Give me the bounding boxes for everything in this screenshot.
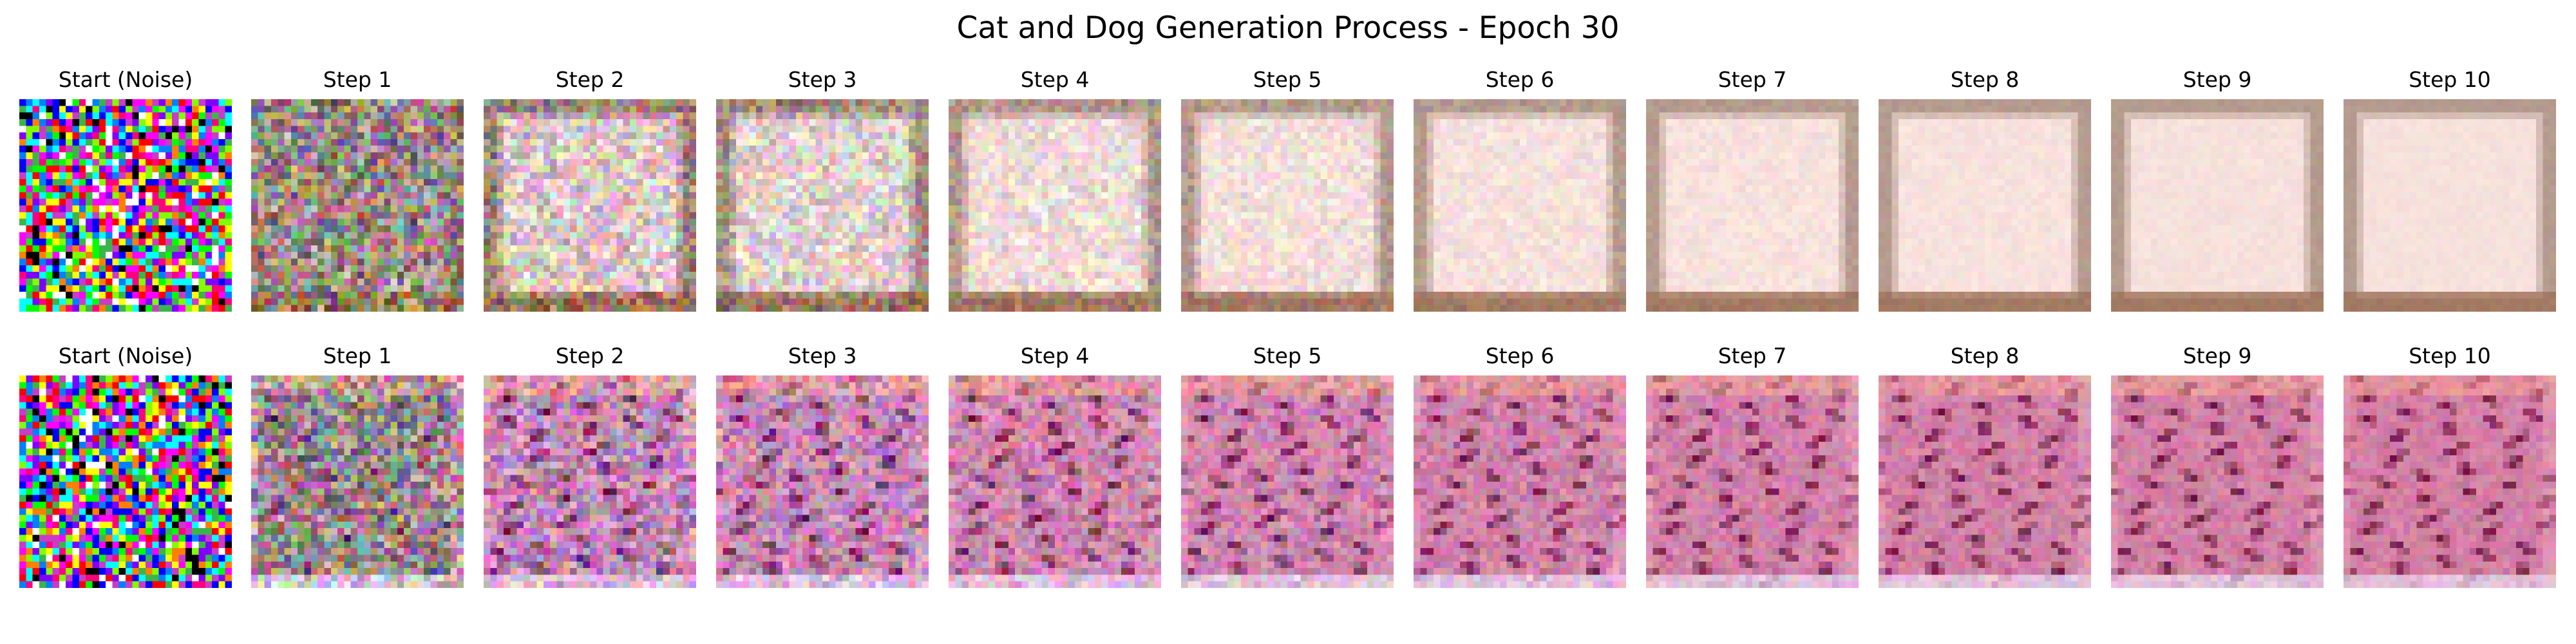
generated-image	[716, 375, 929, 588]
panel-title: Step 3	[788, 67, 857, 92]
panel-title: Step 2	[555, 343, 625, 368]
panel-title: Step 2	[555, 67, 625, 92]
panel-title: Start (Noise)	[58, 67, 193, 92]
figure-title: Cat and Dog Generation Process - Epoch 3…	[956, 10, 1620, 46]
sample-panel: Step 5	[1181, 67, 1394, 312]
sample-panel: Step 5	[1181, 343, 1394, 588]
sample-panel: Step 1	[251, 67, 464, 312]
panel-title: Step 6	[1485, 343, 1555, 368]
sample-panel: Step 7	[1646, 343, 1859, 588]
panel-title: Step 5	[1253, 343, 1322, 368]
sample-panel: Step 9	[2111, 343, 2324, 588]
panel-title: Step 10	[2409, 343, 2491, 368]
sample-panel: Start (Noise)	[19, 343, 232, 588]
panel-title: Step 9	[2183, 343, 2252, 368]
sample-panel: Start (Noise)	[19, 67, 232, 312]
generated-image	[1414, 99, 1626, 312]
sample-panel: Step 6	[1414, 67, 1626, 312]
sample-panel: Step 6	[1414, 343, 1626, 588]
generated-image	[1181, 99, 1394, 312]
generated-image	[1646, 375, 1859, 588]
sample-panel: Step 1	[251, 343, 464, 588]
sample-panel: Step 3	[716, 343, 929, 588]
generated-image	[251, 375, 464, 588]
sample-panel: Step 2	[484, 343, 696, 588]
sample-panel: Step 10	[2344, 343, 2556, 588]
panel-title: Step 7	[1718, 67, 1787, 92]
generated-image	[949, 375, 1161, 588]
generated-image	[1646, 99, 1859, 312]
sample-panel: Step 8	[1879, 343, 2091, 588]
generated-image	[716, 99, 929, 312]
panel-title: Step 1	[323, 343, 392, 368]
sample-panel: Step 3	[716, 67, 929, 312]
generated-image	[19, 99, 232, 312]
generated-image	[2344, 99, 2556, 312]
generated-image	[1414, 375, 1626, 588]
generated-image	[19, 375, 232, 588]
sample-panel: Step 4	[949, 67, 1161, 312]
generated-image	[1181, 375, 1394, 588]
panel-title: Step 9	[2183, 67, 2252, 92]
sample-panel: Step 9	[2111, 67, 2324, 312]
generated-image	[484, 375, 696, 588]
panel-title: Step 4	[1020, 67, 1090, 92]
panel-title: Step 1	[323, 67, 392, 92]
generated-image	[2111, 375, 2324, 588]
generated-image	[2344, 375, 2556, 588]
generated-image	[1879, 375, 2091, 588]
panel-title: Step 8	[1950, 343, 2020, 368]
panel-title: Step 4	[1020, 343, 1090, 368]
sample-panel: Step 4	[949, 343, 1161, 588]
generated-image	[251, 99, 464, 312]
sample-panel: Step 7	[1646, 67, 1859, 312]
generated-image	[2111, 99, 2324, 312]
sample-panel: Step 2	[484, 67, 696, 312]
panel-title: Step 10	[2409, 67, 2491, 92]
panel-title: Start (Noise)	[58, 343, 193, 368]
generated-image	[1879, 99, 2091, 312]
panel-title: Step 8	[1950, 67, 2020, 92]
panel-title: Step 7	[1718, 343, 1787, 368]
generated-image	[484, 99, 696, 312]
panel-title: Step 5	[1253, 67, 1322, 92]
sample-panel: Step 8	[1879, 67, 2091, 312]
panel-title: Step 3	[788, 343, 857, 368]
sample-panel: Step 10	[2344, 67, 2556, 312]
generated-image	[949, 99, 1161, 312]
panel-title: Step 6	[1485, 67, 1555, 92]
